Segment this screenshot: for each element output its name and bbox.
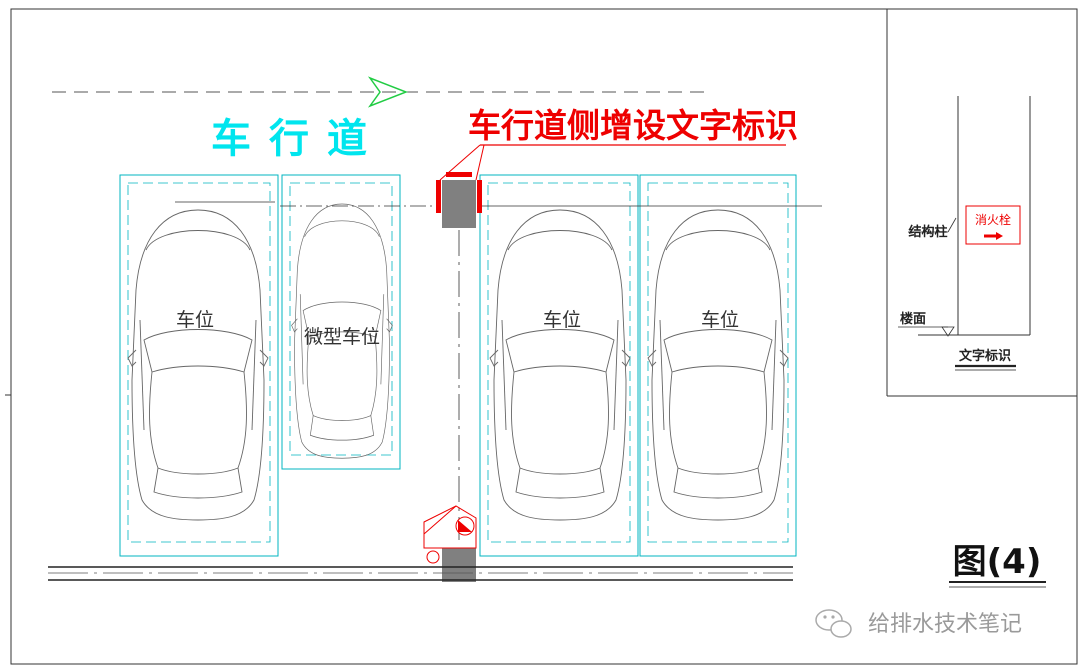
valve-icon: [426, 550, 440, 564]
hydrant-sign: [965, 205, 1021, 245]
floor-level-icon: [941, 326, 955, 337]
parking-space-1: 车位: [119, 174, 279, 557]
sign-label: 文字标识: [959, 348, 1011, 364]
parking-space-label: 车位: [176, 309, 214, 331]
arrow-right-icon: [984, 232, 1003, 240]
parking-space-3: 车位: [479, 174, 639, 557]
detail-panel: 结构柱 消火栓 楼面 文字标识: [886, 9, 1077, 397]
parking-space-label: 微型车位: [304, 326, 380, 348]
column-label: 结构柱: [908, 224, 947, 240]
parking-space-4: 车位: [639, 174, 797, 557]
parking-space-label: 车位: [701, 309, 739, 331]
drawing-frame: [10, 8, 1078, 665]
structural-column-bottom: [423, 505, 477, 582]
callout-leader-right: [475, 144, 485, 181]
structural-column-top: [436, 172, 482, 228]
lane-label: 车行道: [211, 116, 385, 162]
figure-label: 图(4): [953, 542, 1042, 582]
floor-label: 楼面: [900, 311, 926, 327]
watermark: 给排水技术笔记: [868, 612, 1022, 637]
hydrant-label: 消火栓: [975, 212, 1011, 227]
direction-arrow-icon: [367, 76, 409, 108]
wechat-icon: [815, 609, 852, 638]
parking-space-2: 微型车位: [281, 174, 401, 470]
parking-space-label: 车位: [543, 309, 581, 331]
callout-title: 车行道侧增设文字标识: [468, 106, 798, 145]
